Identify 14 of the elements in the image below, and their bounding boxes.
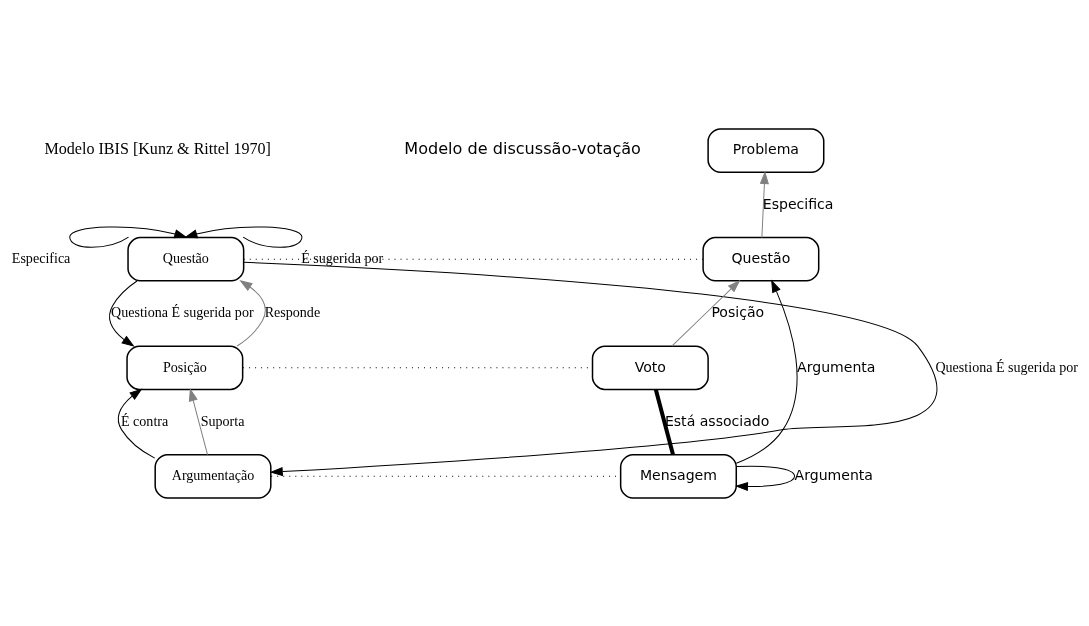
edge-label: Responde xyxy=(264,303,321,320)
edge-label: Argumenta xyxy=(797,358,876,375)
edge-label: Posição xyxy=(711,303,765,320)
edge-label: Questiona É sugerida por xyxy=(111,303,254,320)
edge-label: Especifica xyxy=(11,249,71,266)
label: Modelo IBIS [Kunz & Rittel 1970] xyxy=(44,139,271,157)
edge-label: Especifica xyxy=(762,195,834,212)
edge-label: Está associado xyxy=(664,412,770,429)
edge-label: Argumenta xyxy=(794,466,873,483)
edge-label: É sugerida por xyxy=(301,249,384,266)
edge-label: É contra xyxy=(121,412,169,429)
edge-label: Questiona É sugerida por xyxy=(935,358,1078,375)
edge-label: Suporta xyxy=(200,412,245,429)
label: Modelo de discussão-votação xyxy=(404,138,641,158)
